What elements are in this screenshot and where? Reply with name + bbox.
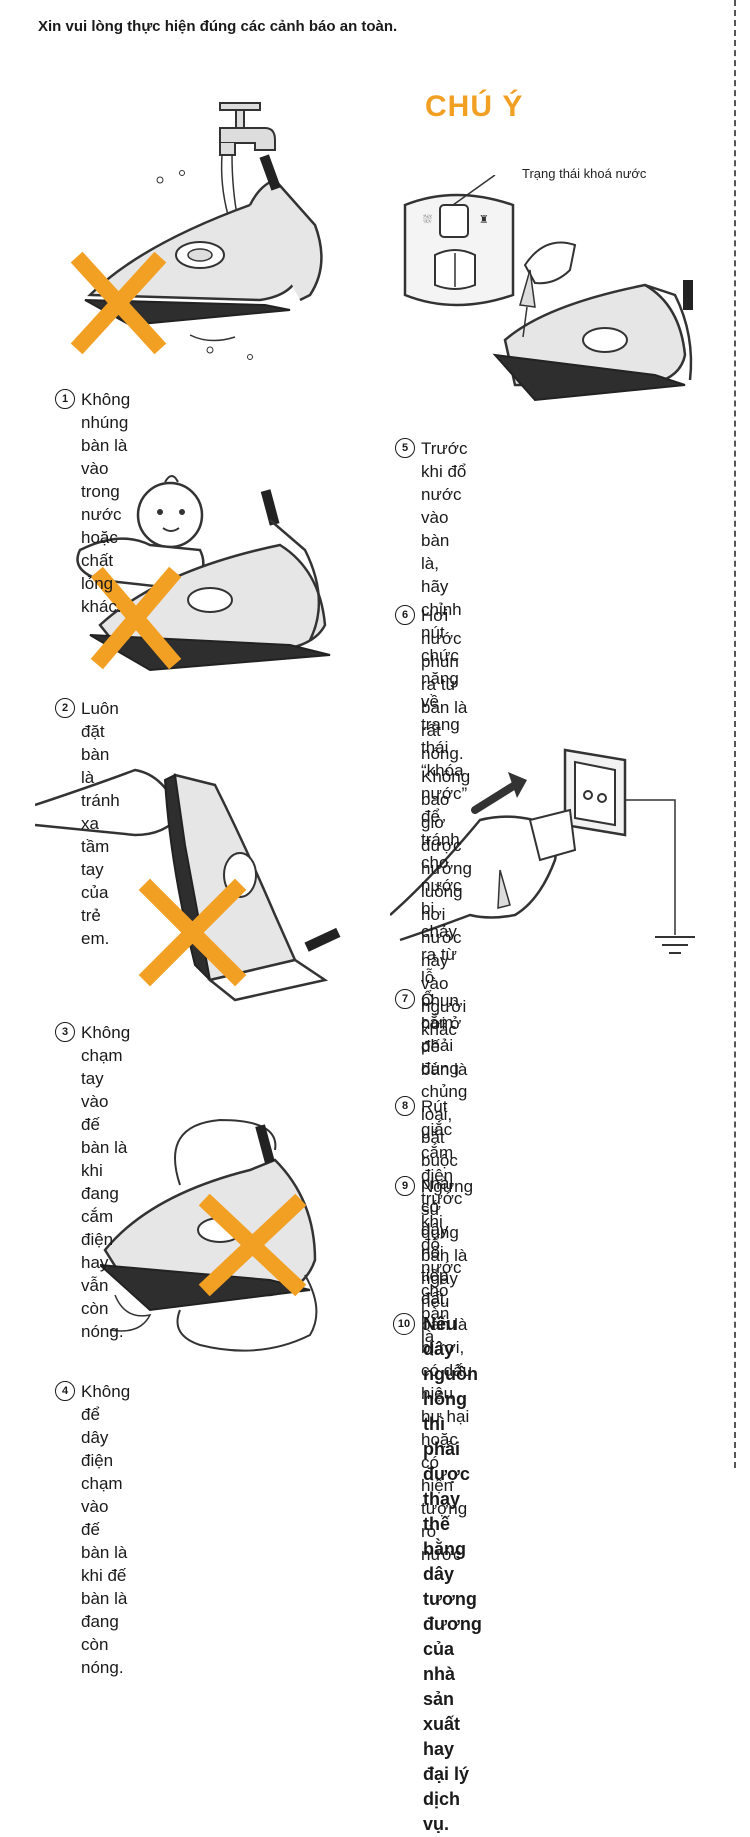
- dashed-cut-line: [734, 0, 736, 1468]
- illustration-plug-socket: [390, 740, 710, 965]
- item-number-badge: 1: [55, 389, 75, 409]
- warning-text: Không để dây điện chạm vào đế bàn là khi…: [81, 1382, 131, 1677]
- item-number-badge: 5: [395, 438, 415, 458]
- item-number-badge: 4: [55, 1381, 75, 1401]
- water-lock-label: Trạng thái khoá nước: [522, 166, 647, 181]
- item-number-badge: 3: [55, 1022, 75, 1042]
- warning-text: Luôn đặt bàn là tránh xa tầm tay của trẻ…: [81, 699, 120, 948]
- illustration-hand-touching-sole: [35, 765, 355, 1010]
- illustration-water-filling: ⛆ ♜: [395, 175, 715, 415]
- warning-text: Trước khi đổ nước vào bàn là, hãy chỉnh …: [421, 439, 468, 1079]
- item-number-badge: 6: [395, 605, 415, 625]
- item-number-badge: 10: [393, 1313, 415, 1335]
- illustration-cord-touching-sole: [100, 1110, 340, 1360]
- warning-text: Nếu dây nguồn hỏng thì phải được thay th…: [423, 1314, 482, 1834]
- svg-text:♜: ♜: [479, 213, 489, 226]
- warning-text: Không nhúng bàn là vào trong nước hoặc c…: [81, 390, 131, 616]
- warning-text: Rút giắc cắm điện trước khi đổ nước cho …: [421, 1097, 463, 1346]
- item-number-badge: 8: [395, 1096, 415, 1116]
- svg-text:⛆: ⛆: [423, 213, 432, 226]
- page-title: Xin vui lòng thực hiện đúng các cảnh báo…: [38, 18, 398, 35]
- illustration-baby-near-iron: [60, 460, 360, 675]
- item-number-badge: 9: [395, 1176, 415, 1196]
- attention-heading: CHÚ Ý: [425, 90, 524, 123]
- illustration-iron-under-tap: [60, 95, 360, 370]
- item-number-badge: 7: [395, 989, 415, 1009]
- warning-text: Không chạm tay vào đế bàn là khi đang cắ…: [81, 1023, 131, 1341]
- item-number-badge: 2: [55, 698, 75, 718]
- warning-text: Hơi nước phun ra từ bàn là rất nóng. Khô…: [421, 606, 472, 1039]
- warning-text: Ổ cắm phải đúng chủng loại, bắt buộc phả…: [421, 990, 468, 1308]
